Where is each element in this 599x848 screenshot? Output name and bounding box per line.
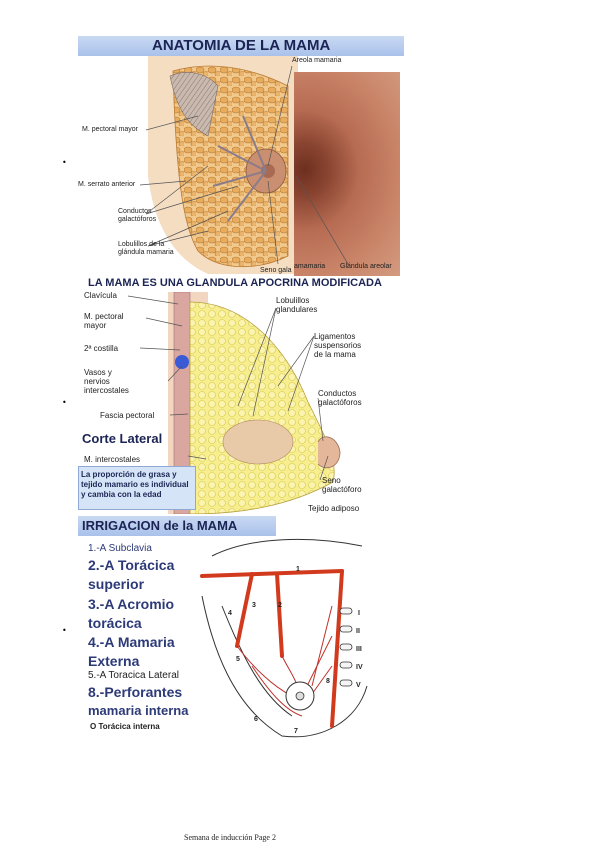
- label-lobulillos-1: Lobulillos de la: [118, 241, 165, 248]
- label-conductos-1: Conductos: [318, 389, 357, 398]
- label-fascia-pectoral: Fascia pectoral: [100, 411, 155, 420]
- label-seno-1: Seno: [322, 476, 341, 485]
- label-vasos-3: intercostales: [84, 386, 129, 395]
- label-areola-mamaria: Areola mamaria: [292, 57, 342, 64]
- label-amamaria: amamaria: [294, 263, 326, 270]
- label-ligamentos-3: de la mama: [314, 350, 356, 359]
- label-glandula-areolar: Glándula areolar: [340, 263, 392, 270]
- bullet-3: •: [62, 626, 67, 635]
- label-vasos-1: Vasos y: [84, 368, 112, 377]
- note-line-1: La proporción de grasa y: [81, 470, 177, 479]
- item-mamaria-externa-2: Externa: [88, 653, 140, 669]
- label-corte-lateral: Corte Lateral: [82, 431, 163, 446]
- anatomy-title-banner: [78, 36, 404, 56]
- label-pectoral-2: mayor: [84, 321, 107, 330]
- irrigation-title-banner: [78, 516, 276, 536]
- label-lobulillos-2: glandulares: [276, 305, 318, 314]
- diagram-number-4: 4: [228, 610, 232, 617]
- diagram-number-7: 7: [294, 728, 298, 735]
- section-irrigation: IRRIGACION de la MAMA 1.-A Subclavia 2.-…: [78, 516, 378, 738]
- lateral-section-illustration: [168, 292, 341, 514]
- label-pectoral-1: M. pectoral: [84, 312, 124, 321]
- anatomy-leader-lines: [139, 65, 349, 265]
- item-subclavia: 1.-A Subclavia: [88, 543, 152, 554]
- diagram-number-2: 2: [278, 602, 282, 609]
- rib-iii: III: [356, 646, 362, 653]
- bullet-2: •: [62, 398, 67, 407]
- irrigation-diagram: [200, 538, 368, 738]
- diagram-number-8: 8: [326, 678, 330, 685]
- rib-i: I: [358, 610, 360, 617]
- anatomy-title: ANATOMIA DE LA MAMA: [152, 37, 331, 54]
- label-costilla: 2ª costilla: [84, 344, 119, 353]
- diagram-number-3: 3: [252, 602, 256, 609]
- page-footer: Semana de inducción Page 2: [184, 833, 276, 842]
- label-conductos-2: galactóforos: [118, 216, 157, 223]
- rib-v: V: [356, 682, 361, 689]
- section-apocrine: LA MAMA ES UNA GLANDULA APOCRINA MODIFIC…: [78, 276, 404, 516]
- item-toracica-superior-2: superior: [88, 576, 145, 592]
- item-toracica-lateral: 5.-A Toracica Lateral: [88, 670, 179, 681]
- label-lobulillos-1: Lobulillos: [276, 296, 310, 305]
- diagram-number-5: 5: [236, 656, 240, 663]
- apocrine-title: LA MAMA ES UNA GLANDULA APOCRINA MODIFIC…: [88, 277, 382, 289]
- label-serrato-anterior: M. serrato anterior: [78, 181, 136, 188]
- rib-iv: IV: [356, 664, 363, 671]
- irrigation-title: IRRIGACION de la MAMA: [82, 518, 238, 533]
- note-line-3: y cambia con la edad: [81, 490, 162, 499]
- label-ligamentos-1: Ligamentos: [314, 332, 356, 341]
- item-acromio-1: 3.-A Acromio: [88, 596, 175, 612]
- item-perforantes-2: mamaria interna: [88, 703, 189, 718]
- apocrine-leader-lines: [127, 295, 329, 481]
- label-intercostales: M. intercostales: [84, 455, 141, 464]
- section-anatomy: ANATOMIA DE LA MAMA: [78, 36, 404, 276]
- label-conductos-1: Conductos: [118, 208, 152, 215]
- diagram-number-6: 6: [254, 716, 258, 723]
- label-seno-gala: Seno gala: [260, 267, 292, 274]
- note-box: [78, 466, 196, 510]
- label-lobulillos-2: glándula mamaria: [118, 249, 174, 256]
- label-vasos-2: nervios: [84, 377, 110, 386]
- item-mamaria-externa-1: 4.-A Mamaria: [88, 634, 175, 650]
- label-ligamentos-2: suspensorios: [314, 341, 362, 350]
- label-pectoral-mayor: M. pectoral mayor: [82, 126, 139, 133]
- item-toracica-interna: O Torácica interna: [90, 722, 160, 731]
- label-clavicula: Clavícula: [84, 291, 117, 300]
- item-toracica-superior-1: 2.-A Torácica: [88, 557, 175, 573]
- areola-photo: [294, 72, 400, 276]
- breast-dissection-illustration: [148, 56, 298, 274]
- diagram-number-1: 1: [296, 566, 300, 573]
- label-tejido-adiposo: Tejido adiposo: [308, 504, 360, 513]
- note-line-2: tejido mamario es individual: [81, 480, 189, 489]
- label-seno-2: galactóforo: [322, 485, 362, 494]
- item-acromio-2: torácica: [88, 615, 142, 631]
- label-conductos-2: galactóforos: [318, 398, 362, 407]
- bullet-1: •: [62, 158, 67, 167]
- rib-ii: II: [356, 628, 360, 635]
- item-perforantes-1: 8.-Perforantes: [88, 684, 183, 700]
